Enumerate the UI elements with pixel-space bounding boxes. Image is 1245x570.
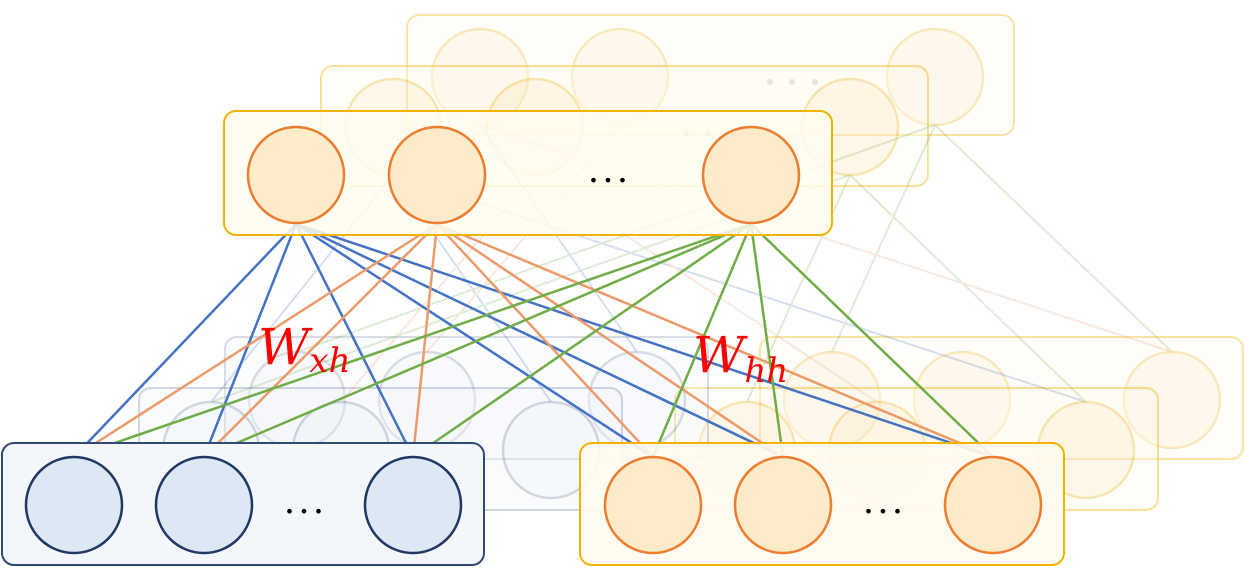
background-bottom-hidden-far: [759, 336, 1244, 460]
previous-hidden-neuron-2: [733, 455, 833, 555]
edge-h3-h1: [651, 223, 753, 458]
hidden-neuron-3: [701, 125, 801, 225]
edge-h3-x3: [412, 222, 752, 459]
label-whh-base: W: [693, 326, 748, 384]
edge-h2-x3: [411, 223, 439, 458]
previous-hidden-neuron-1: [603, 455, 703, 555]
edge-h3-h2: [749, 223, 785, 458]
hidden-ellipsis: • • •: [589, 171, 627, 190]
edge-h3-x1: [73, 222, 752, 459]
edge-h1-x1: [73, 223, 297, 458]
edge-h2-h1: [436, 223, 654, 458]
label-wxh: Wxh: [258, 318, 350, 381]
edge-h3-h3: [750, 223, 994, 458]
edge-h3-x2: [203, 222, 752, 459]
edge-h1-h3: [295, 222, 994, 459]
edge-h2-x1: [73, 222, 438, 459]
edge-h1-x3: [294, 223, 415, 458]
input-ellipsis: • • •: [285, 502, 323, 521]
hidden-layer-current: • • •: [223, 110, 833, 236]
label-wxh-sub: xh: [309, 341, 350, 381]
background-input-far: [224, 336, 709, 460]
connections-orange: [73, 222, 994, 459]
input-neuron-3: [363, 455, 463, 555]
edge-h2-x2: [203, 223, 438, 458]
previous-hidden-ellipsis: • • •: [864, 502, 902, 521]
input-neuron-2: [154, 455, 254, 555]
edge-h1-x2: [202, 223, 298, 458]
edge-h2-h3: [436, 222, 994, 459]
background-hidden-layer-far: [406, 14, 1015, 136]
label-wxh-base: W: [258, 318, 313, 376]
previous-hidden-neuron-3: [943, 455, 1043, 555]
label-whh: Whh: [693, 326, 788, 391]
input-neuron-1: [24, 455, 124, 555]
connections-green: [73, 222, 994, 459]
hidden-layer-box: [223, 110, 833, 236]
edge-h2-h2: [436, 222, 784, 459]
hidden-neuron-2: [387, 125, 487, 225]
input-layer: • • •: [1, 442, 485, 566]
label-whh-sub: hh: [744, 351, 788, 391]
hidden-layer-previous: • • •: [579, 442, 1065, 566]
hidden-neuron-1: [246, 125, 346, 225]
